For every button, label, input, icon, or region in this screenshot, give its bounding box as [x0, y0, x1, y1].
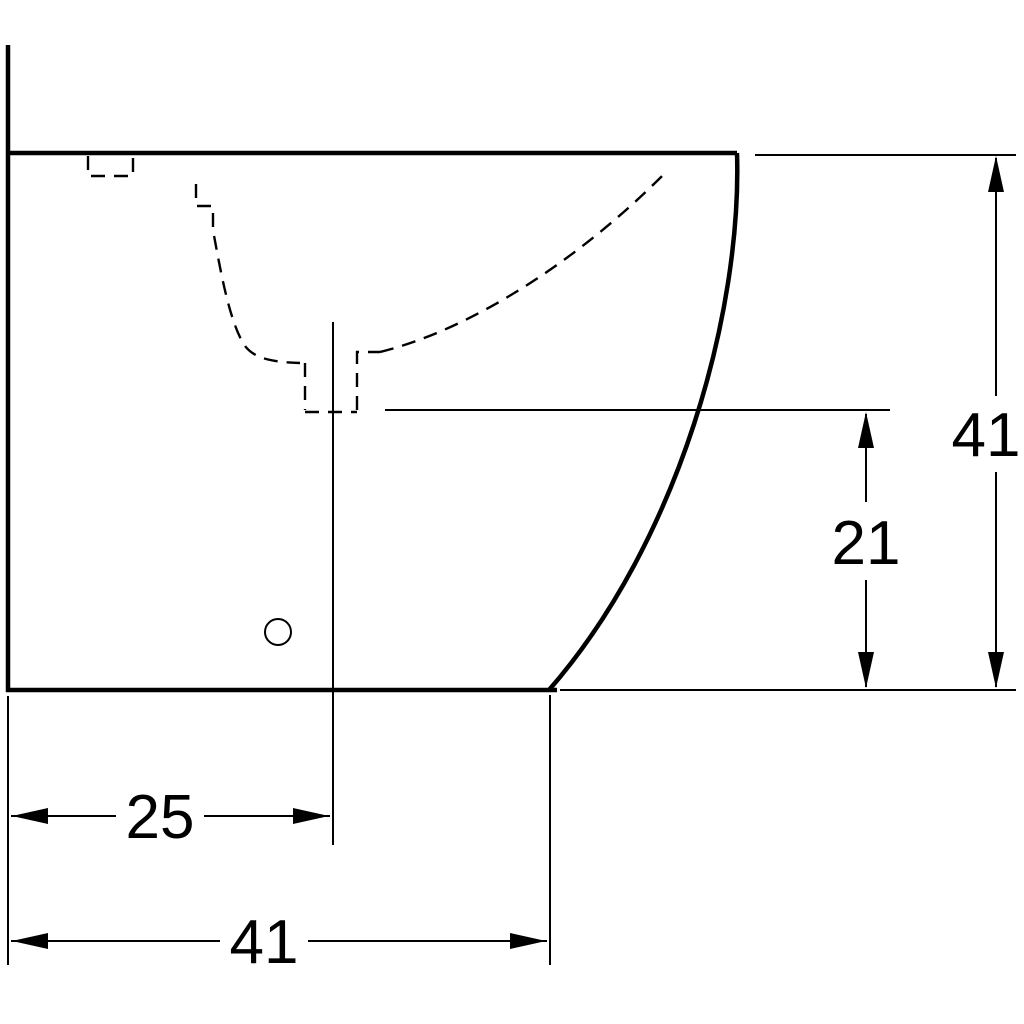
dimension-foot-depth: 41: [11, 905, 547, 977]
label-mask: [948, 396, 1024, 472]
arrow-up-icon: [988, 156, 1004, 192]
label-mask: [828, 502, 904, 580]
arrow-up-icon: [858, 412, 874, 448]
inner-bowl-left-dashed: [194, 184, 301, 365]
outlet-right-dashed: [355, 350, 380, 410]
label-mask: [220, 905, 308, 975]
dim-label-overall-height: 41: [952, 401, 1021, 470]
hidden-detail-dashed: [86, 156, 669, 414]
fixture-outline: [5, 45, 740, 693]
dimension-overall-height: 41: [948, 156, 1024, 688]
dimension-outlet-height: 21: [828, 412, 904, 688]
arrow-left-icon: [12, 933, 48, 949]
inner-bowl-back-dashed: [379, 169, 669, 354]
arrow-right-icon: [293, 808, 329, 824]
arrow-right-icon: [510, 933, 546, 949]
inlet-recess-dashed: [86, 156, 135, 178]
body-profile-curve: [547, 152, 740, 692]
fixing-hole-circle: [264, 618, 292, 646]
dim-label-outlet-height: 21: [832, 509, 901, 578]
reference-lines: [7, 154, 1016, 965]
label-mask: [116, 780, 204, 850]
arrow-down-icon: [988, 652, 1004, 688]
arrow-down-icon: [858, 652, 874, 688]
dimension-outlet-center: 25: [11, 780, 330, 852]
dim-label-foot-depth: 41: [230, 908, 299, 977]
arrow-left-icon: [12, 808, 48, 824]
dim-label-outlet-center: 25: [126, 783, 195, 852]
